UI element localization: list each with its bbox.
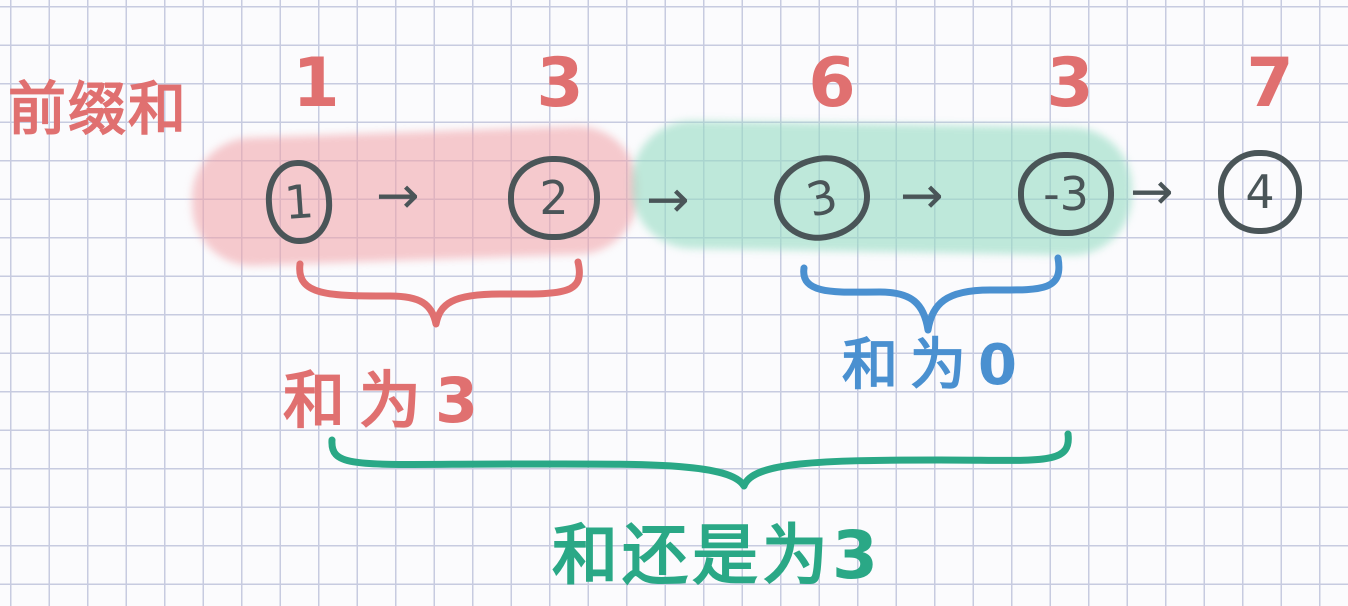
list-node-4: -3 [1018, 152, 1114, 236]
sum-label-blue: 和为0 [842, 333, 1029, 398]
sum-label-red: 和为3 [283, 364, 493, 437]
prefix-sum-5: 7 [1246, 44, 1294, 123]
list-node-2: 2 [508, 156, 600, 240]
green-brace [328, 430, 1072, 490]
sum-label-green: 和还是为3 [552, 517, 882, 594]
arrow-4-icon: → [1130, 162, 1174, 222]
prefix-sum-3: 6 [808, 44, 856, 123]
blue-brace [800, 254, 1063, 334]
arrow-2-icon: → [646, 170, 690, 230]
prefix-sum-2: 3 [536, 44, 584, 123]
list-node-5: 4 [1218, 150, 1302, 234]
red-brace [296, 258, 583, 328]
prefix-sum-title: 前缀和 [8, 75, 189, 143]
prefix-sum-1: 1 [292, 44, 340, 123]
arrow-1-icon: → [376, 166, 420, 226]
arrow-3-icon: → [900, 166, 944, 226]
prefix-sum-4: 3 [1046, 44, 1094, 123]
